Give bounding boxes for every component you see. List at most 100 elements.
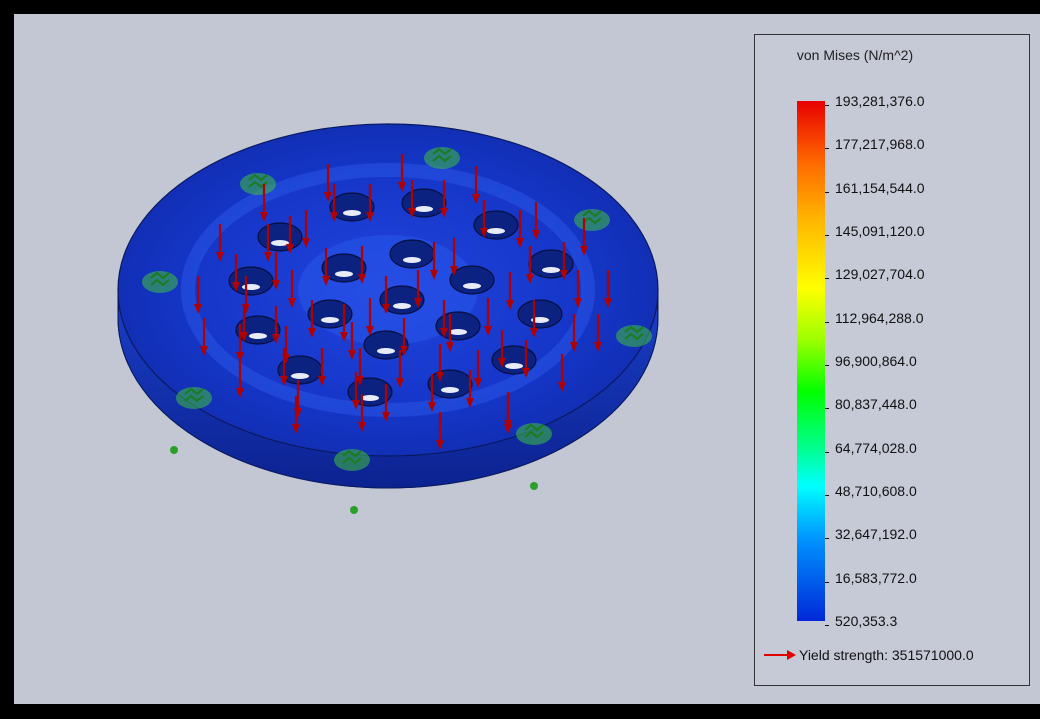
fixture-pin-icon (530, 482, 538, 490)
legend-tick: 32,647,192.0 (825, 525, 917, 543)
down-arrow-icon (264, 224, 272, 262)
down-arrow-icon (366, 184, 374, 222)
fixture-icon (176, 387, 212, 409)
down-arrow-icon (472, 166, 480, 204)
hole (321, 253, 367, 283)
fixture-icon (334, 449, 370, 471)
legend-tick: 193,281,376.0 (825, 92, 925, 110)
hole (257, 222, 303, 252)
down-arrow-icon (366, 298, 374, 336)
hole (491, 345, 537, 375)
hole (389, 239, 435, 269)
down-arrow-icon (532, 202, 540, 240)
hole (379, 285, 425, 315)
down-arrow-icon (526, 246, 534, 284)
legend-tick: 161,154,544.0 (825, 179, 925, 197)
down-arrow-icon (236, 324, 244, 362)
legend-tick: 16,583,772.0 (825, 569, 917, 587)
fixture-icon (240, 173, 276, 195)
yield-strength-label: Yield strength: 351571000.0 (799, 647, 974, 663)
down-arrow-icon (484, 298, 492, 336)
down-arrow-icon (430, 242, 438, 280)
hole (427, 369, 473, 399)
legend-tick: 145,091,120.0 (825, 222, 925, 240)
hole (517, 299, 563, 329)
down-arrow-icon (322, 248, 330, 286)
down-arrow-icon (396, 350, 404, 388)
legend-tick: 80,837,448.0 (825, 395, 917, 413)
down-arrow-icon (580, 218, 588, 256)
hole (277, 355, 323, 385)
fixture-icon (616, 325, 652, 347)
down-arrow-icon (240, 304, 248, 342)
down-arrow-icon (358, 246, 366, 284)
down-arrow-icon (280, 348, 288, 386)
graphics-viewport[interactable]: von Mises (N/m^2) 193,281,376.0 177,217,… (14, 14, 1040, 704)
down-arrow-icon (194, 276, 202, 314)
fixture-pin-icon (350, 506, 358, 514)
down-arrow-icon (358, 394, 366, 432)
down-arrow-icon (574, 270, 582, 308)
down-arrow-icon (522, 340, 530, 378)
fixture-icon (142, 271, 178, 293)
fixture-group (142, 147, 652, 514)
fixture-pin-icon (170, 446, 178, 454)
color-scale-bar (797, 101, 825, 621)
legend-tick-list: 193,281,376.0 177,217,968.0 161,154,544.… (824, 93, 1025, 629)
red-arrow-icon (764, 650, 796, 660)
down-arrow-icon (324, 164, 332, 202)
down-arrow-icon (288, 270, 296, 308)
down-arrow-icon (272, 306, 280, 344)
down-arrow-icon (340, 304, 348, 342)
down-arrow-icon (272, 252, 280, 290)
legend-tick: 177,217,968.0 (825, 135, 925, 153)
down-arrow-icon (436, 412, 444, 450)
down-arrow-icon (398, 154, 406, 192)
down-arrow-icon (232, 254, 240, 292)
legend-tick: 520,353.3 (824, 612, 897, 630)
legend-tick: 112,964,288.0 (825, 309, 924, 327)
down-arrow-icon (504, 396, 512, 434)
down-arrow-icon (506, 272, 514, 310)
down-arrow-icon (436, 344, 444, 382)
down-arrow-icon (348, 322, 356, 360)
legend-tick: 64,774,028.0 (825, 439, 917, 457)
down-arrow-icon (382, 276, 390, 314)
down-arrow-icon (236, 360, 244, 398)
down-arrow-icon (382, 384, 390, 422)
fixture-icon (424, 147, 460, 169)
down-arrow-icon (292, 396, 300, 434)
hole (449, 265, 495, 295)
legend-title: von Mises (N/m^2) (796, 47, 914, 63)
down-arrow-icon (260, 184, 268, 222)
down-arrow-icon (356, 348, 364, 386)
legend-tick: 48,710,608.0 (825, 482, 917, 500)
down-arrow-icon (516, 210, 524, 248)
down-arrow-icon (480, 200, 488, 238)
down-arrow-icon (450, 238, 458, 276)
down-arrow-icon (352, 372, 360, 410)
hole (307, 299, 353, 329)
down-arrow-icon (428, 374, 436, 412)
fixture-icon (516, 423, 552, 445)
down-arrow-icon (604, 270, 612, 308)
down-arrow-icon (594, 314, 602, 352)
down-arrow-icon (530, 300, 538, 338)
down-arrow-icon (286, 216, 294, 254)
down-arrow-icon (466, 370, 474, 408)
hole (347, 377, 393, 407)
fixture-icon (574, 209, 610, 231)
down-arrow-icon (498, 330, 506, 368)
down-arrow-icon (302, 210, 310, 248)
hole (235, 315, 281, 345)
down-arrow-icon (440, 300, 448, 338)
down-arrow-icon (408, 180, 416, 218)
plate-model[interactable] (14, 14, 754, 704)
stress-legend: von Mises (N/m^2) 193,281,376.0 177,217,… (754, 34, 1030, 686)
yield-strength-row: Yield strength: 351571000.0 (763, 647, 974, 663)
down-arrow-icon (440, 180, 448, 218)
down-arrow-icon (414, 270, 422, 308)
load-arrow-group (194, 154, 612, 450)
legend-tick: 96,900,864.0 (825, 352, 917, 370)
